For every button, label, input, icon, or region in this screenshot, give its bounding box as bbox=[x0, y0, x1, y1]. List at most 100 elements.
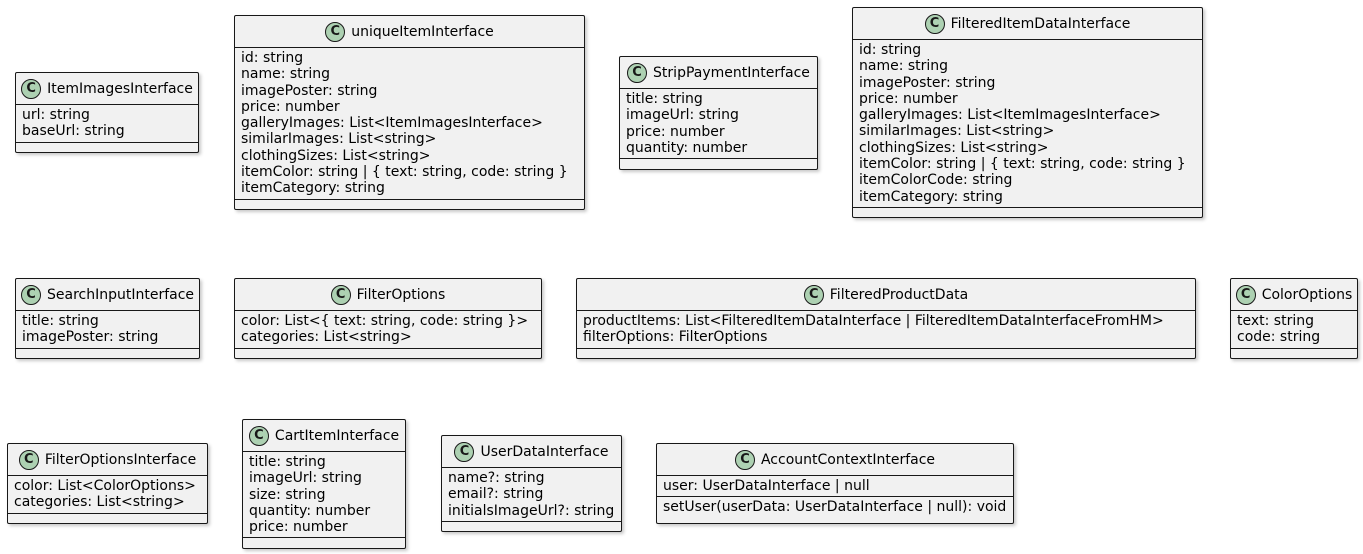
field-row: title: string bbox=[626, 91, 703, 107]
field-row: itemColor: string | { text: string, code… bbox=[859, 156, 1186, 173]
field-row: size: string bbox=[249, 486, 326, 503]
field-row: text: string bbox=[1237, 313, 1314, 329]
class-filter-options-interface: C FilterOptionsInterface color: List<Color… bbox=[7, 443, 208, 524]
field-row: user: UserDataInterface | null bbox=[663, 478, 870, 494]
methods-section bbox=[16, 143, 198, 151]
field-row: itemColorCode: string bbox=[859, 172, 1013, 189]
field-row: itemCategory: string bbox=[241, 180, 385, 197]
class-stereotype-icon: C bbox=[1235, 284, 1256, 305]
class-stereotype-icon: C bbox=[924, 13, 945, 34]
field-row: itemColor: string | { text: string, code… bbox=[241, 164, 568, 181]
fields-section: color: List<{ text: string, code: string… bbox=[235, 311, 541, 349]
class-header: C FilterOptionsInterface bbox=[8, 444, 207, 476]
methods-section bbox=[853, 208, 1202, 216]
fields-section: user: UserDataInterface | null bbox=[657, 476, 1013, 498]
field-row: categories: List<string> bbox=[241, 329, 412, 346]
fields-section: productItems: List<FilteredItemDataInter… bbox=[577, 311, 1195, 349]
class-name: UserDataInterface bbox=[480, 443, 609, 460]
field-row: imagePoster: string bbox=[22, 329, 159, 346]
class-header: C CartItemInterface bbox=[243, 420, 405, 452]
field-row: categories: List<string> bbox=[14, 494, 185, 511]
class-stereotype-icon: C bbox=[734, 449, 755, 470]
field-row: title: string bbox=[249, 454, 326, 470]
field-row: imageUrl: string bbox=[249, 470, 362, 487]
field-row: similarImages: List<string> bbox=[859, 123, 1055, 140]
class-name: FilteredItemDataInterface bbox=[950, 15, 1131, 32]
field-row: quantity: number bbox=[249, 502, 371, 519]
field-row: galleryImages: List<ItemImagesInterface> bbox=[241, 115, 543, 132]
methods-section bbox=[243, 538, 405, 546]
class-name: CartItemInterface bbox=[274, 427, 400, 444]
class-name: SearchInputInterface bbox=[46, 286, 195, 303]
class-name: FilterOptionsInterface bbox=[44, 451, 197, 468]
field-row: imagePoster: string bbox=[241, 82, 378, 99]
field-row: baseUrl: string bbox=[22, 123, 125, 140]
class-stereotype-icon: C bbox=[325, 21, 346, 42]
class-stereotype-icon: C bbox=[330, 284, 351, 305]
field-row: initialsImageUrl?: string bbox=[448, 502, 615, 519]
field-row: id: string bbox=[859, 42, 922, 58]
field-row: url: string bbox=[22, 107, 90, 123]
class-header: C FilteredItemDataInterface bbox=[853, 8, 1202, 40]
class-name: ItemImagesInterface bbox=[47, 80, 193, 97]
methods-section bbox=[16, 349, 199, 357]
class-header: C ColorOptions bbox=[1231, 279, 1357, 311]
class-stereotype-icon: C bbox=[18, 449, 39, 470]
field-row: name: string bbox=[859, 58, 949, 75]
field-row: email?: string bbox=[448, 486, 544, 503]
field-row: clothingSizes: List<string> bbox=[241, 147, 431, 164]
methods-section bbox=[577, 349, 1195, 357]
field-row: title: string bbox=[22, 313, 99, 329]
field-row: filterOptions: FilterOptions bbox=[583, 329, 768, 346]
field-row: color: List<{ text: string, code: string… bbox=[241, 313, 529, 329]
fields-section: color: List<ColorOptions>categories: Lis… bbox=[8, 476, 207, 514]
field-row: name?: string bbox=[448, 470, 545, 486]
field-row: clothingSizes: List<string> bbox=[859, 139, 1049, 156]
class-name: uniqueItemInterface bbox=[351, 23, 494, 40]
methods-section bbox=[235, 349, 541, 357]
class-header: C ItemImagesInterface bbox=[16, 73, 198, 105]
class-filtered-product-data: C FilteredProductData productItems: List<F… bbox=[576, 278, 1196, 359]
field-row: productItems: List<FilteredItemDataInter… bbox=[583, 313, 1164, 329]
class-name: ColorOptions bbox=[1261, 286, 1353, 303]
field-row: quantity: number bbox=[626, 139, 748, 156]
field-row: color: List<ColorOptions> bbox=[14, 478, 196, 494]
methods-section bbox=[8, 514, 207, 522]
methods-section bbox=[442, 522, 621, 530]
field-row: imageUrl: string bbox=[626, 107, 739, 124]
field-row: itemCategory: string bbox=[859, 188, 1003, 205]
class-stereotype-icon: C bbox=[20, 284, 41, 305]
field-row: galleryImages: List<ItemImagesInterface> bbox=[859, 107, 1161, 124]
class-name: FilteredProductData bbox=[829, 286, 969, 303]
class-stereotype-icon: C bbox=[248, 425, 269, 446]
class-name: AccountContextInterface bbox=[760, 451, 936, 468]
class-stereotype-icon: C bbox=[21, 78, 42, 99]
class-stereotype-icon: C bbox=[627, 62, 648, 83]
field-row: code: string bbox=[1237, 329, 1321, 346]
methods-section: setUser(userData: UserDataInterface | nu… bbox=[657, 497, 1013, 517]
class-header: C SearchInputInterface bbox=[16, 279, 199, 311]
class-header: C AccountContextInterface bbox=[657, 444, 1013, 476]
class-stereotype-icon: C bbox=[803, 284, 824, 305]
field-row: imagePoster: string bbox=[859, 74, 996, 91]
class-header: C FilteredProductData bbox=[577, 279, 1195, 311]
field-row: name: string bbox=[241, 66, 331, 83]
